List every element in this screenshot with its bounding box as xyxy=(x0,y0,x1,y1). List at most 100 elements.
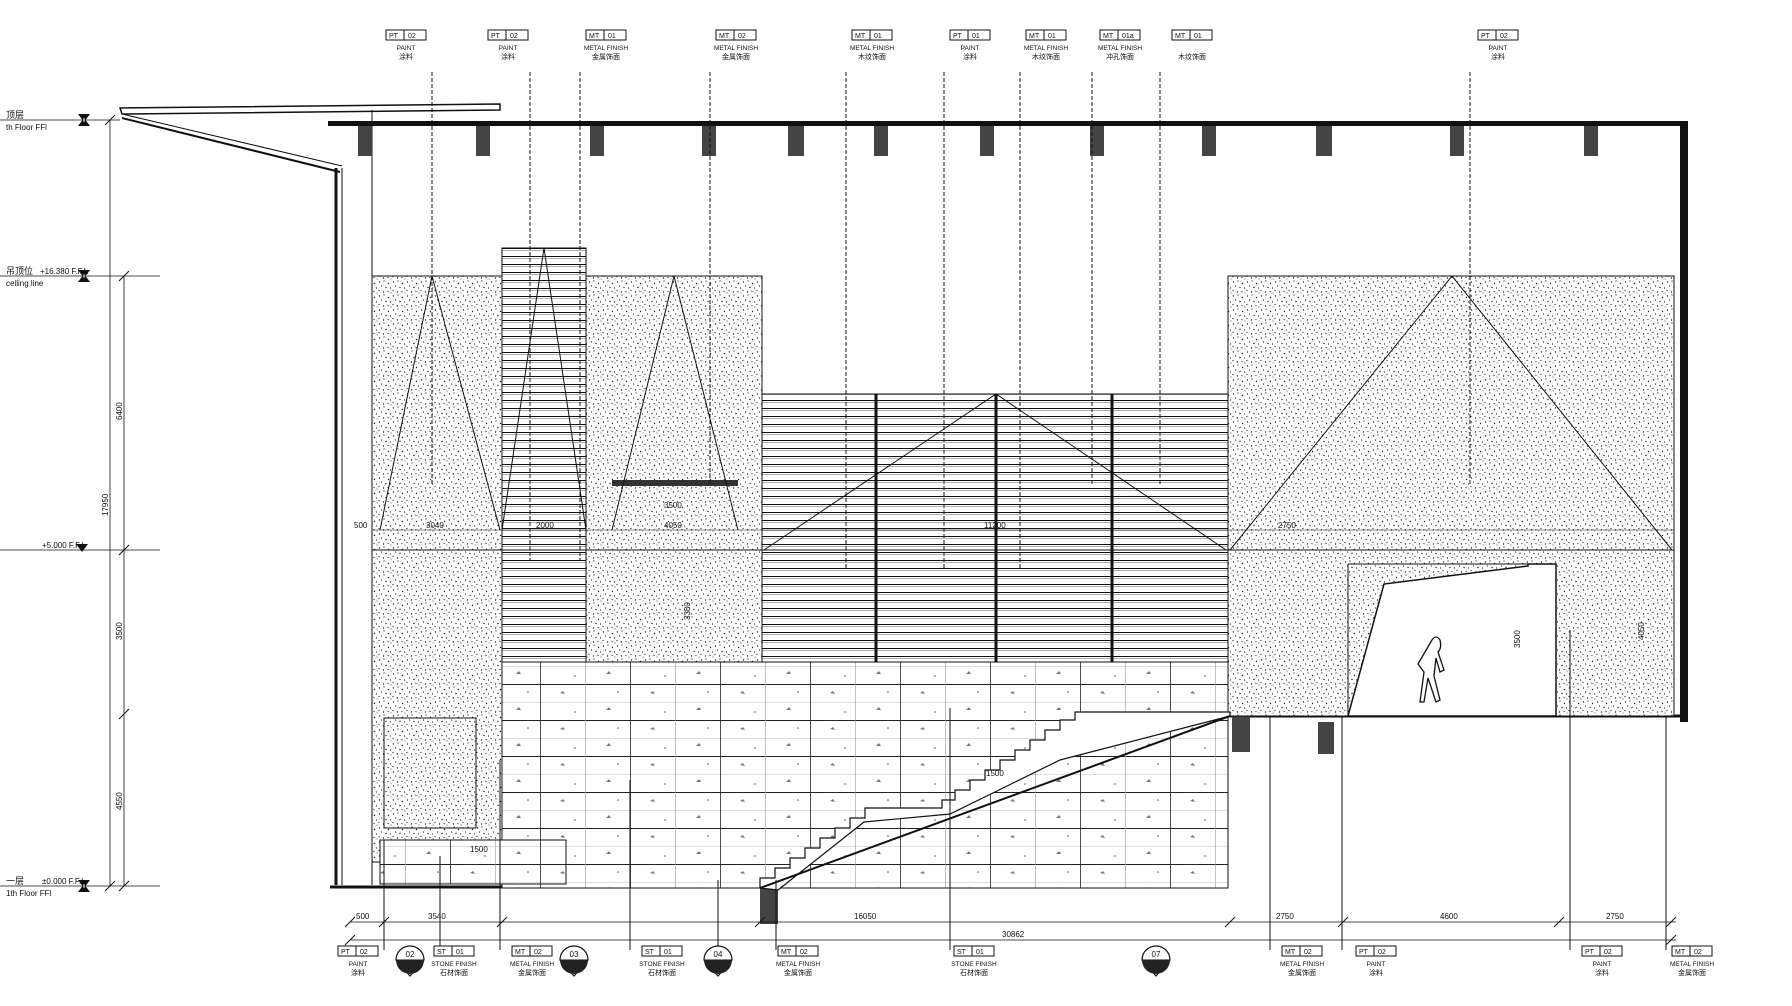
level-ground-en: 1th Floor FFl xyxy=(6,889,52,898)
tag-number: 02 xyxy=(1500,33,1508,40)
tag-number: 02 xyxy=(1304,949,1312,956)
tag-label: METAL FINISH xyxy=(714,45,758,52)
dim-seg-e: 4600 xyxy=(1440,912,1458,921)
tag-code: MT xyxy=(1029,33,1040,40)
marker-number: 04 xyxy=(714,950,723,959)
inner-d11: 3380 xyxy=(683,602,692,620)
inner-d6: 3500 xyxy=(664,501,682,510)
level-ceiling-value: +16.380 F.F.L xyxy=(40,267,89,276)
tag-number: 01 xyxy=(1194,33,1202,40)
tag-label: METAL FINISH xyxy=(850,45,894,52)
tag-code: PT xyxy=(1585,949,1595,956)
tag-number: 02 xyxy=(360,949,368,956)
tag-label: STONE FINISH xyxy=(951,961,997,968)
tag-sub: 冲孔饰面 xyxy=(1106,52,1134,61)
inner-d3: 2000 xyxy=(536,521,554,530)
level-ground-value: ±0.000 F.F.L xyxy=(42,877,86,886)
tag-sub: 涂料 xyxy=(351,968,365,977)
tag-code: PT xyxy=(953,33,963,40)
tag-code: MT xyxy=(855,33,866,40)
leaders-top xyxy=(431,72,1471,570)
tag-sub: 涂料 xyxy=(501,52,515,61)
tag-label: PAINT xyxy=(1367,961,1386,968)
tag-number: 01a xyxy=(1122,33,1134,40)
tag-sub: 木纹饰面 xyxy=(1032,52,1060,61)
tag-number: 02 xyxy=(1378,949,1386,956)
right-wall xyxy=(1680,126,1688,722)
inner-d5: 2750 xyxy=(1278,521,1296,530)
tag-sub: 木纹饰面 xyxy=(858,52,886,61)
tag-sub: 金属饰面 xyxy=(722,52,750,61)
tag-code: MT xyxy=(589,33,600,40)
level-ground-zh: 一层 xyxy=(6,876,24,886)
tag-label: PAINT xyxy=(1489,45,1508,52)
tag-label: STONE FINISH xyxy=(431,961,477,968)
marker-number: 03 xyxy=(570,950,579,959)
tag-sub: 石材饰面 xyxy=(648,968,676,977)
level-roof-en: th Floor FFl xyxy=(6,123,47,132)
tag-sub: 木纹饰面 xyxy=(1178,52,1206,61)
dim-seg-f: 2750 xyxy=(1606,912,1624,921)
roof-slab xyxy=(328,121,1688,126)
tag-number: 01 xyxy=(456,949,464,956)
tag-number: 02 xyxy=(534,949,542,956)
tag-code: ST xyxy=(437,949,447,956)
level-markers: 顶层 th Floor FFl 吊顶位 +16.380 F.F.L ceilin… xyxy=(0,110,160,898)
tag-sub: 涂料 xyxy=(399,52,413,61)
tag-sub: 金属饰面 xyxy=(518,968,546,977)
tag-number: 02 xyxy=(800,949,808,956)
tag-sub: 金属饰面 xyxy=(592,52,620,61)
dim-upper: 6400 xyxy=(115,402,124,420)
tag-code: PT xyxy=(341,949,351,956)
inner-d9: 3500 xyxy=(1513,630,1522,648)
vertical-dimensions: 6400 3500 4550 17950 xyxy=(101,114,130,892)
tag-label: METAL FINISH xyxy=(510,961,554,968)
tag-sub: 涂料 xyxy=(1595,968,1609,977)
tag-code: ST xyxy=(957,949,967,956)
inner-d10: 4050 xyxy=(1637,622,1646,640)
tag-code: PT xyxy=(1481,33,1491,40)
tag-number: 02 xyxy=(408,33,416,40)
dim-total: 17950 xyxy=(101,493,110,516)
detail-marker-2: 04 xyxy=(703,945,733,977)
inner-dimensions: 500 3040 2000 4050 2750 3500 1500 11200 … xyxy=(354,501,1674,854)
tag-label: METAL FINISH xyxy=(1024,45,1068,52)
inner-d2: 3040 xyxy=(426,521,444,530)
tag-number: 01 xyxy=(874,33,882,40)
tag-sub: 石材饰面 xyxy=(960,968,988,977)
wall-finishes xyxy=(371,247,1675,891)
level-mid-value: +5.000 F.F.L xyxy=(42,541,86,550)
inner-d12: 1500 xyxy=(470,845,488,854)
top-tag-8: MT 01 木纹饰面 xyxy=(1171,29,1213,61)
tag-number: 02 xyxy=(1604,949,1612,956)
level-ceiling-en: ceiling line xyxy=(6,279,44,288)
tag-number: 01 xyxy=(972,33,980,40)
tag-sub: 涂料 xyxy=(963,52,977,61)
tag-code: MT xyxy=(515,949,526,956)
tag-label: PAINT xyxy=(499,45,518,52)
inner-d7: 1500 xyxy=(986,769,1004,778)
inner-d8: 11200 xyxy=(984,521,1006,530)
detail-marker-1: 03 xyxy=(559,945,589,977)
tag-code: MT xyxy=(1175,33,1186,40)
dim-seg-b: 3540 xyxy=(428,912,446,921)
roof-beams xyxy=(476,126,1598,156)
